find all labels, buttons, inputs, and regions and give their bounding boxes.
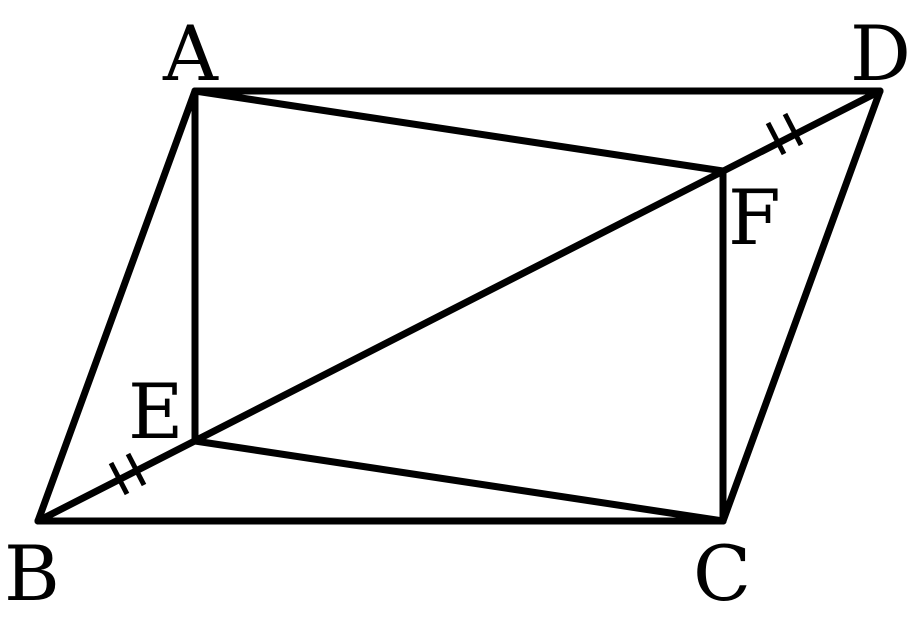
segment-EC (191, 437, 727, 525)
label-A: A (162, 9, 219, 98)
tick-BE-1 (108, 461, 130, 496)
segment-AB (34, 87, 199, 525)
label-B: B (4, 529, 60, 618)
segment-BD (34, 87, 884, 525)
segment-AF (191, 87, 727, 175)
label-D: D (850, 9, 911, 98)
label-F: F (728, 173, 781, 262)
tick-BE-2 (125, 452, 147, 487)
segment-CD (719, 87, 884, 525)
equal-mark-BE (108, 452, 147, 496)
label-C: C (693, 529, 751, 618)
label-E: E (128, 367, 183, 456)
tick-FD-2 (782, 112, 804, 147)
tick-FD-1 (765, 121, 787, 156)
equal-mark-FD (765, 112, 804, 156)
